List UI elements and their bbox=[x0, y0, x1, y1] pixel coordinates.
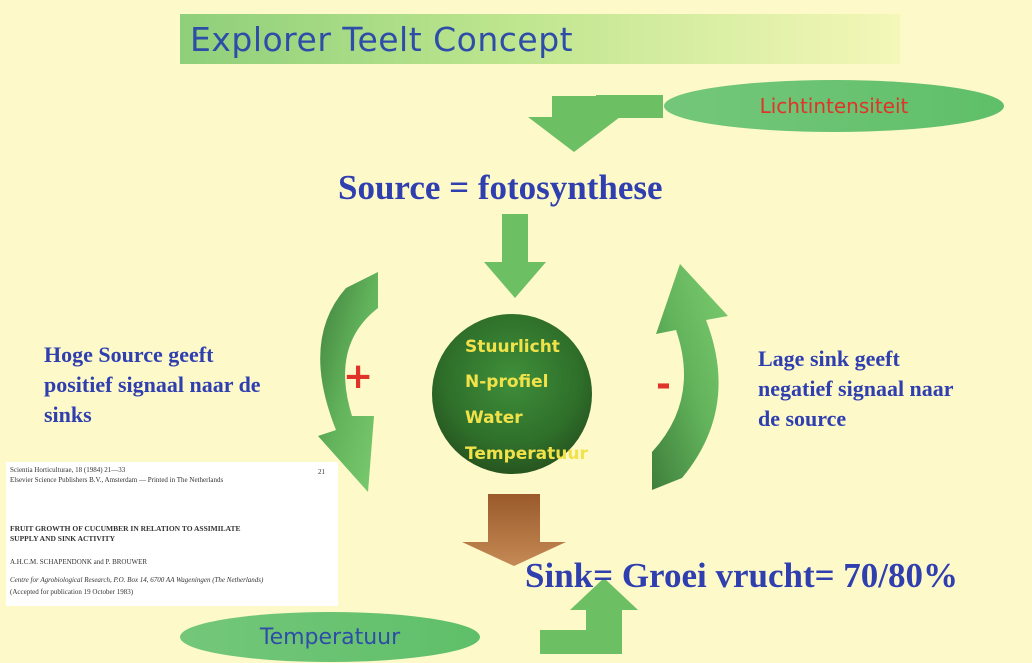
negative-signal-line: negatief signaal naar bbox=[758, 376, 954, 401]
positive-signal-line: positief signaal naar de bbox=[44, 372, 261, 397]
center-to-sink-arrow bbox=[462, 494, 566, 566]
paper-page-number: 21 bbox=[318, 468, 325, 476]
paper-publisher-line: Elsevier Science Publishers B.V., Amster… bbox=[10, 476, 224, 484]
temperature-input: Temperatuur bbox=[180, 612, 480, 662]
factor-temperatuur: Temperatuur bbox=[465, 444, 588, 464]
control-factors-circle bbox=[432, 314, 592, 474]
factor-water: Water bbox=[465, 408, 523, 428]
factor-stuurlicht: Stuurlicht bbox=[465, 337, 560, 357]
negative-signal-line: Lage sink geeft bbox=[758, 346, 900, 371]
negative-signal-line: de source bbox=[758, 406, 847, 431]
light-input-arrow bbox=[528, 96, 663, 152]
slide-title: Explorer Teelt Concept bbox=[190, 20, 574, 59]
negative-feedback-arrow bbox=[652, 264, 728, 490]
factor-n-profiel: N-profiel bbox=[465, 372, 549, 392]
positive-signal-text: Hoge Source geeft positief signaal naar … bbox=[44, 340, 261, 430]
negative-signal-text: Lage sink geeft negatief signaal naar de… bbox=[758, 344, 954, 434]
paper-journal-line: Scientia Horticulturae, 18 (1984) 21—33 bbox=[10, 466, 126, 474]
paper-affiliation: Centre for Agrobiological Research, P.O.… bbox=[10, 576, 264, 584]
source-label: Source = fotosynthese bbox=[338, 168, 663, 207]
temperature-input-arrow bbox=[540, 578, 638, 654]
positive-signal-line: Hoge Source geeft bbox=[44, 342, 214, 367]
paper-authors: A.H.C.M. SCHAPENDONK and P. BROUWER bbox=[10, 558, 148, 566]
positive-feedback-arrow bbox=[318, 272, 378, 492]
source-to-center-arrow bbox=[484, 214, 546, 298]
light-input-arrow-body bbox=[596, 95, 663, 118]
paper-excerpt: Scientia Horticulturae, 18 (1984) 21—33 … bbox=[6, 462, 338, 606]
positive-signal-line: sinks bbox=[44, 402, 92, 427]
paper-accepted: (Accepted for publication 19 October 198… bbox=[10, 588, 134, 596]
paper-heading: FRUIT GROWTH OF CUCUMBER IN RELATION TO … bbox=[10, 524, 241, 533]
light-intensity-input: Lichtintensiteit bbox=[664, 80, 1004, 132]
sink-label: Sink= Groei vrucht= 70/80% bbox=[525, 556, 959, 595]
title-bar bbox=[180, 14, 900, 64]
plus-sign: + bbox=[343, 356, 374, 397]
minus-sign: - bbox=[656, 364, 671, 405]
paper-heading: SUPPLY AND SINK ACTIVITY bbox=[10, 534, 116, 543]
